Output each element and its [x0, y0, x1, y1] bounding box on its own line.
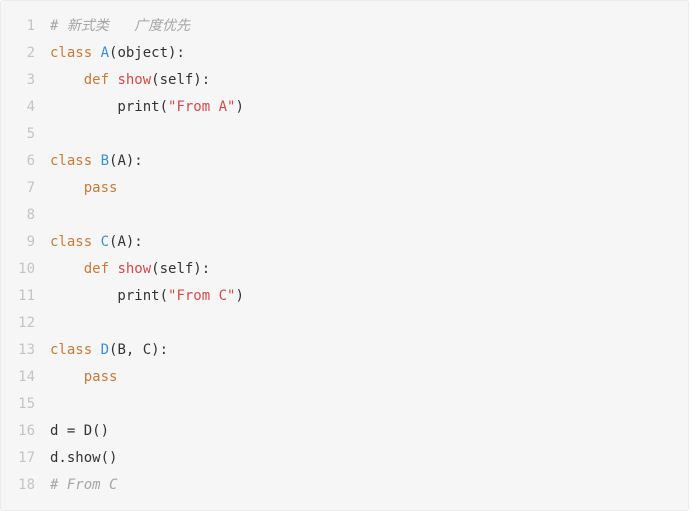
- code-token-classname: D: [100, 342, 110, 358]
- line-content: [35, 391, 50, 418]
- line-number: 9: [26, 234, 35, 250]
- code-token-keyword: class: [50, 342, 101, 358]
- line-number: 6: [26, 153, 35, 169]
- line-number: 18: [18, 477, 35, 493]
- line-number: 12: [18, 315, 35, 331]
- code-token-plain: [50, 72, 84, 88]
- line-content: print("From C"): [35, 283, 244, 310]
- code-line: 10 def show(self):: [1, 256, 688, 283]
- code-token-keyword: pass: [83, 369, 118, 385]
- code-token-plain: [50, 369, 84, 385]
- line-content: pass: [35, 175, 118, 202]
- code-token-plain: d = D(): [50, 423, 110, 439]
- code-token-string: "From A": [168, 99, 236, 115]
- line-number: 15: [18, 396, 35, 412]
- line-number: 2: [26, 45, 35, 61]
- code-line: 17 d.show(): [1, 445, 688, 472]
- code-token-plain: (self):: [151, 261, 211, 277]
- code-token-keyword: class: [50, 45, 101, 61]
- line-content: d.show(): [35, 445, 117, 472]
- line-number: 4: [26, 99, 35, 115]
- code-token-keyword: def: [83, 72, 118, 88]
- line-content: pass: [35, 364, 118, 391]
- code-line: 12: [1, 310, 688, 337]
- line-content: class A(object):: [35, 40, 185, 67]
- line-content: print("From A"): [35, 94, 244, 121]
- code-token-funcname: show: [117, 72, 152, 88]
- code-token-plain: [50, 261, 84, 277]
- line-number: 13: [18, 342, 35, 358]
- code-token-keyword: class: [50, 153, 101, 169]
- code-token-plain: (B, C):: [109, 342, 169, 358]
- line-content: # 新式类 广度优先: [35, 13, 190, 40]
- line-content: [35, 202, 50, 229]
- line-content: [35, 310, 50, 337]
- line-number: 16: [18, 423, 35, 439]
- code-line: 4 print("From A"): [1, 94, 688, 121]
- line-number: 14: [18, 369, 35, 385]
- line-number: 7: [26, 180, 35, 196]
- code-token-funcname: show: [117, 261, 152, 277]
- code-token-plain: ): [235, 288, 244, 304]
- code-line: 5: [1, 121, 688, 148]
- line-content: # From C: [35, 472, 117, 499]
- code-line: 8: [1, 202, 688, 229]
- line-number: 17: [18, 450, 35, 466]
- line-number: 8: [26, 207, 35, 223]
- code-line: 15: [1, 391, 688, 418]
- code-token-plain: print(: [50, 99, 169, 115]
- code-token-keyword: def: [83, 261, 118, 277]
- code-token-plain: (object):: [109, 45, 185, 61]
- line-content: def show(self):: [35, 256, 210, 283]
- code-token-plain: print(: [50, 288, 169, 304]
- code-token-classname: B: [100, 153, 110, 169]
- code-line: 14 pass: [1, 364, 688, 391]
- code-token-plain: d.show(): [50, 450, 118, 466]
- code-token-string: "From C": [168, 288, 236, 304]
- code-line: 3 def show(self):: [1, 67, 688, 94]
- code-token-plain: ): [235, 99, 244, 115]
- line-content: d = D(): [35, 418, 109, 445]
- line-content: class D(B, C):: [35, 337, 168, 364]
- code-line: 16 d = D(): [1, 418, 688, 445]
- line-content: [35, 121, 50, 148]
- code-line: 1 # 新式类 广度优先: [1, 13, 688, 40]
- line-content: class C(A):: [35, 229, 143, 256]
- line-number: 11: [18, 288, 35, 304]
- code-token-classname: A: [100, 45, 110, 61]
- line-content: def show(self):: [35, 67, 210, 94]
- line-number: 5: [26, 126, 35, 142]
- code-token-comment: # 新式类 广度优先: [50, 18, 191, 34]
- code-token-plain: (A):: [109, 234, 143, 250]
- line-content: class B(A):: [35, 148, 143, 175]
- line-number: 1: [26, 18, 35, 34]
- code-token-keyword: class: [50, 234, 101, 250]
- code-token-comment: # From C: [50, 477, 118, 493]
- line-number: 3: [26, 72, 35, 88]
- code-token-plain: (A):: [109, 153, 143, 169]
- code-token-classname: C: [100, 234, 110, 250]
- code-token-plain: (self):: [151, 72, 211, 88]
- code-line: 11 print("From C"): [1, 283, 688, 310]
- code-token-keyword: pass: [83, 180, 118, 196]
- code-line: 7 pass: [1, 175, 688, 202]
- code-line: 18 # From C: [1, 472, 688, 499]
- code-token-plain: [50, 180, 84, 196]
- line-number: 10: [18, 261, 35, 277]
